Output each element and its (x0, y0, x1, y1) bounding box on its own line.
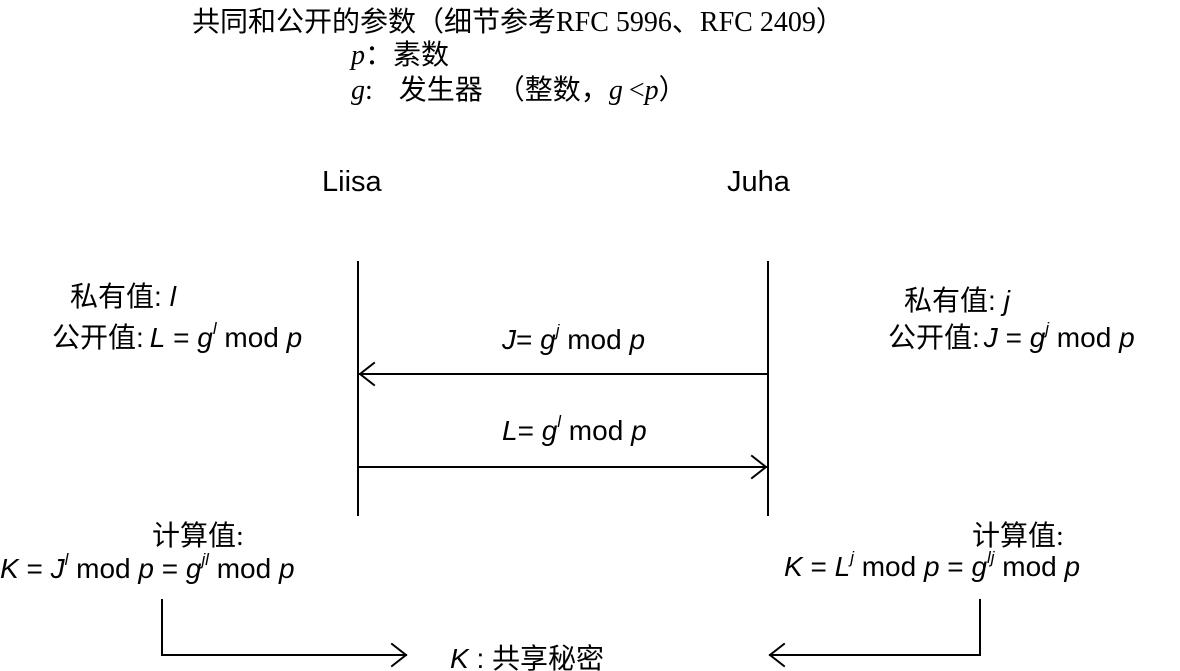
g-description: 发生器 (398, 75, 483, 106)
right-private-label: 私有值 (904, 286, 989, 317)
left-public-label: 公开值 (52, 323, 137, 354)
p-description: 素数 (393, 40, 450, 71)
arrow-juha-to-liisa (358, 361, 769, 387)
g-note-p: p (644, 75, 659, 106)
g-note-lt: < (628, 75, 645, 106)
parameters-title: 共同和公开的参数（细节参考RFC 5996、RFC 2409） (192, 7, 844, 38)
party-juha: Juha (727, 166, 790, 198)
arrow-left-to-shared-secret (161, 599, 408, 668)
g-note-open: （整数， (496, 75, 609, 106)
g-note-g: g (608, 75, 623, 106)
left-compute-formula: K = Jl mod p = gjl mod p (0, 550, 295, 584)
left-compute-label: 计算值: (152, 521, 244, 552)
p-separator: ： (365, 40, 394, 71)
message-juha-to-liisa-label: J= gj mod p (502, 321, 646, 355)
right-public-value: 公开值:J = gj mod p (888, 319, 1135, 354)
left-private-label: 私有值 (70, 282, 155, 313)
left-private-value: 私有值:l (70, 281, 177, 313)
right-compute-label: 计算值: (972, 521, 1064, 552)
parameter-g: g:发生器（整数，g<p） (351, 68, 687, 108)
parameter-p: p：素数 (351, 33, 449, 73)
shared-secret-label: K : 共享秘密 (450, 643, 605, 671)
right-private-symbol: j (1003, 285, 1011, 316)
party-liisa: Liisa (322, 166, 382, 198)
left-public-value: 公开值:L = gl mod p (52, 319, 303, 354)
arrow-right-to-shared-secret (768, 599, 981, 668)
message-liisa-to-juha-label: L= gl mod p (502, 412, 647, 446)
p-symbol: p (351, 40, 365, 71)
arrow-liisa-to-juha (357, 454, 768, 480)
g-separator: : (365, 75, 373, 106)
right-private-value: 私有值:j (904, 285, 1011, 317)
g-note-close: ） (658, 75, 687, 106)
right-public-label: 公开值 (888, 323, 973, 354)
g-symbol: g (351, 75, 365, 106)
left-private-symbol: l (169, 281, 177, 312)
right-compute-formula: K = Lj mod p = glj mod p (784, 548, 1081, 582)
